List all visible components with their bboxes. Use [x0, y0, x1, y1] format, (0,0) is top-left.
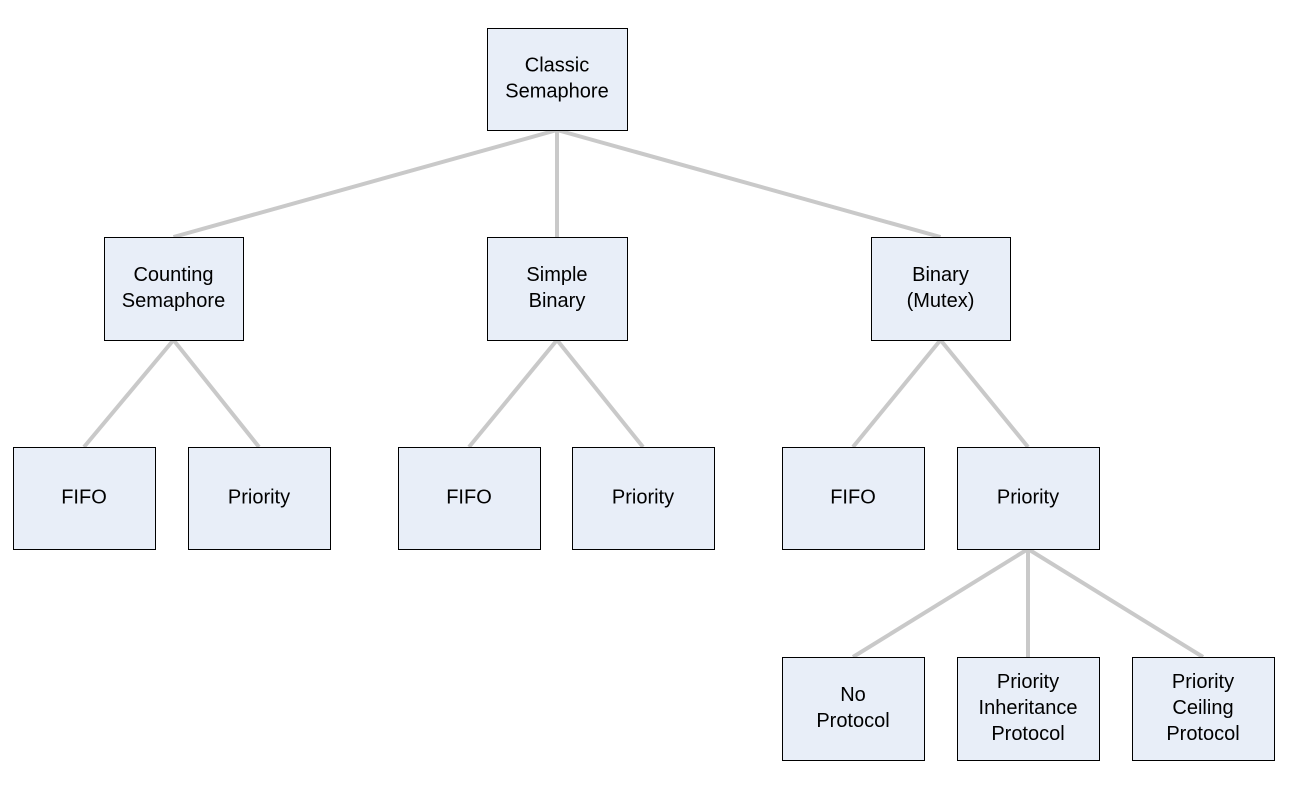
node-box-mutex-fifo[interactable]	[782, 447, 925, 550]
node-label-binary-mutex-line-2: (Mutex)	[907, 290, 975, 312]
node-box-simple-binary-priority[interactable]	[572, 447, 715, 550]
node-box-no-protocol[interactable]	[782, 657, 925, 761]
node-label-counting-fifo-line-1: FIFO	[61, 486, 107, 508]
node-box-simple-binary-fifo[interactable]	[398, 447, 541, 550]
node-label-classic-semaphore-line-1: Classic	[525, 54, 589, 76]
tree-edge-mutex-priority-to-no-protocol	[851, 547, 1030, 659]
node-label-counting-semaphore-line-1: Counting	[133, 264, 213, 286]
tree-edge-counting-semaphore-to-counting-fifo	[82, 338, 176, 449]
tree-node-mutex-fifo[interactable]: FIFO	[782, 447, 925, 550]
node-label-priority-ceiling-protocol-line-3: Protocol	[1166, 723, 1239, 745]
node-label-priority-inheritance-protocol-line-2: Inheritance	[979, 697, 1078, 719]
node-box-mutex-priority[interactable]	[957, 447, 1100, 550]
node-label-priority-ceiling-protocol-line-2: Ceiling	[1172, 697, 1233, 719]
node-box-binary-mutex[interactable]	[871, 237, 1011, 341]
node-label-simple-binary-priority-line-1: Priority	[612, 486, 674, 508]
node-box-priority-ceiling-protocol[interactable]	[1132, 657, 1275, 761]
tree-node-binary-mutex[interactable]: Binary (Mutex)	[871, 237, 1011, 341]
node-label-simple-binary-line-2: Binary	[529, 290, 586, 312]
tree-node-mutex-priority[interactable]: Priority	[957, 447, 1100, 550]
tree-node-counting-fifo[interactable]: FIFO	[13, 447, 156, 550]
node-label-mutex-priority-line-1: Priority	[997, 486, 1059, 508]
node-box-classic-semaphore[interactable]	[487, 28, 628, 131]
node-box-priority-inheritance-protocol[interactable]	[957, 657, 1100, 761]
tree-edge-mutex-priority-to-priority-ceiling-protocol	[1026, 547, 1205, 659]
node-label-priority-inheritance-protocol-line-1: Priority	[997, 671, 1059, 693]
tree-edge-classic-semaphore-to-binary-mutex	[556, 128, 942, 239]
node-label-no-protocol-line-1: No	[840, 684, 866, 706]
tree-node-simple-binary-fifo[interactable]: FIFO	[398, 447, 541, 550]
node-label-simple-binary-fifo-line-1: FIFO	[446, 486, 492, 508]
tree-edge-simple-binary-to-simple-binary-priority	[555, 338, 645, 449]
node-box-simple-binary[interactable]	[487, 237, 628, 341]
node-label-counting-priority-line-1: Priority	[228, 486, 290, 508]
tree-edge-counting-semaphore-to-counting-priority	[171, 338, 261, 449]
nodes-layer: ClassicSemaphoreCountingSemaphoreSimpleB…	[13, 28, 1275, 761]
node-box-counting-priority[interactable]	[188, 447, 331, 550]
node-box-counting-semaphore[interactable]	[104, 237, 244, 341]
node-label-classic-semaphore-line-2: Semaphore	[505, 80, 608, 102]
node-box-counting-fifo[interactable]	[13, 447, 156, 550]
tree-edge-classic-semaphore-to-counting-semaphore	[172, 128, 558, 239]
node-label-counting-semaphore-line-2: Semaphore	[122, 290, 225, 312]
tree-edge-binary-mutex-to-mutex-fifo	[851, 338, 943, 449]
node-label-priority-inheritance-protocol-line-3: Protocol	[991, 723, 1064, 745]
tree-edge-binary-mutex-to-mutex-priority	[938, 338, 1030, 449]
tree-node-simple-binary-priority[interactable]: Priority	[572, 447, 715, 550]
node-label-mutex-fifo-line-1: FIFO	[830, 486, 876, 508]
edges-layer	[82, 128, 1205, 659]
tree-edge-simple-binary-to-simple-binary-fifo	[467, 338, 559, 449]
tree-node-counting-priority[interactable]: Priority	[188, 447, 331, 550]
node-label-binary-mutex-line-1: Binary	[912, 264, 969, 286]
node-label-priority-ceiling-protocol-line-1: Priority	[1172, 671, 1234, 693]
node-label-simple-binary-line-1: Simple	[526, 264, 587, 286]
node-label-no-protocol-line-2: Protocol	[816, 710, 889, 732]
